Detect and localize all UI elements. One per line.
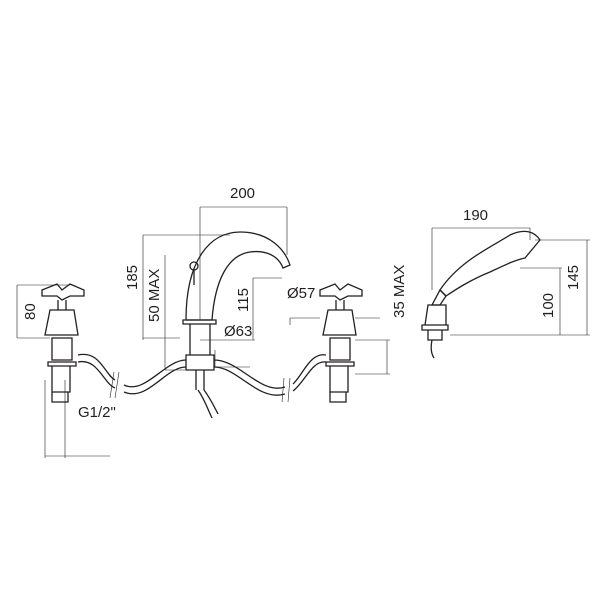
label-50-max: 50 MAX: [146, 269, 163, 322]
label-115: 115: [235, 288, 252, 312]
connecting-hoses: [77, 353, 327, 403]
label-190: 190: [463, 207, 488, 224]
label-185: 185: [124, 265, 141, 290]
label-35-max: 35 MAX: [391, 265, 408, 318]
label-g12: G1/2": [78, 404, 116, 421]
dimension-lines: [16, 206, 590, 458]
left-handle-valve: [41, 283, 85, 403]
hand-shower: [421, 230, 541, 359]
label-80: 80: [22, 303, 39, 320]
right-handle-valve: [319, 283, 363, 403]
label-100: 100: [540, 293, 557, 318]
label-200: 200: [230, 185, 255, 202]
label-145: 145: [565, 265, 582, 290]
dimension-labels: 200 190 185 50 MAX 115 80 Ø57 Ø63 35 MAX…: [22, 185, 582, 421]
label-d57: Ø57: [287, 285, 315, 302]
label-d63: Ø63: [224, 323, 252, 340]
spout: [182, 231, 291, 419]
